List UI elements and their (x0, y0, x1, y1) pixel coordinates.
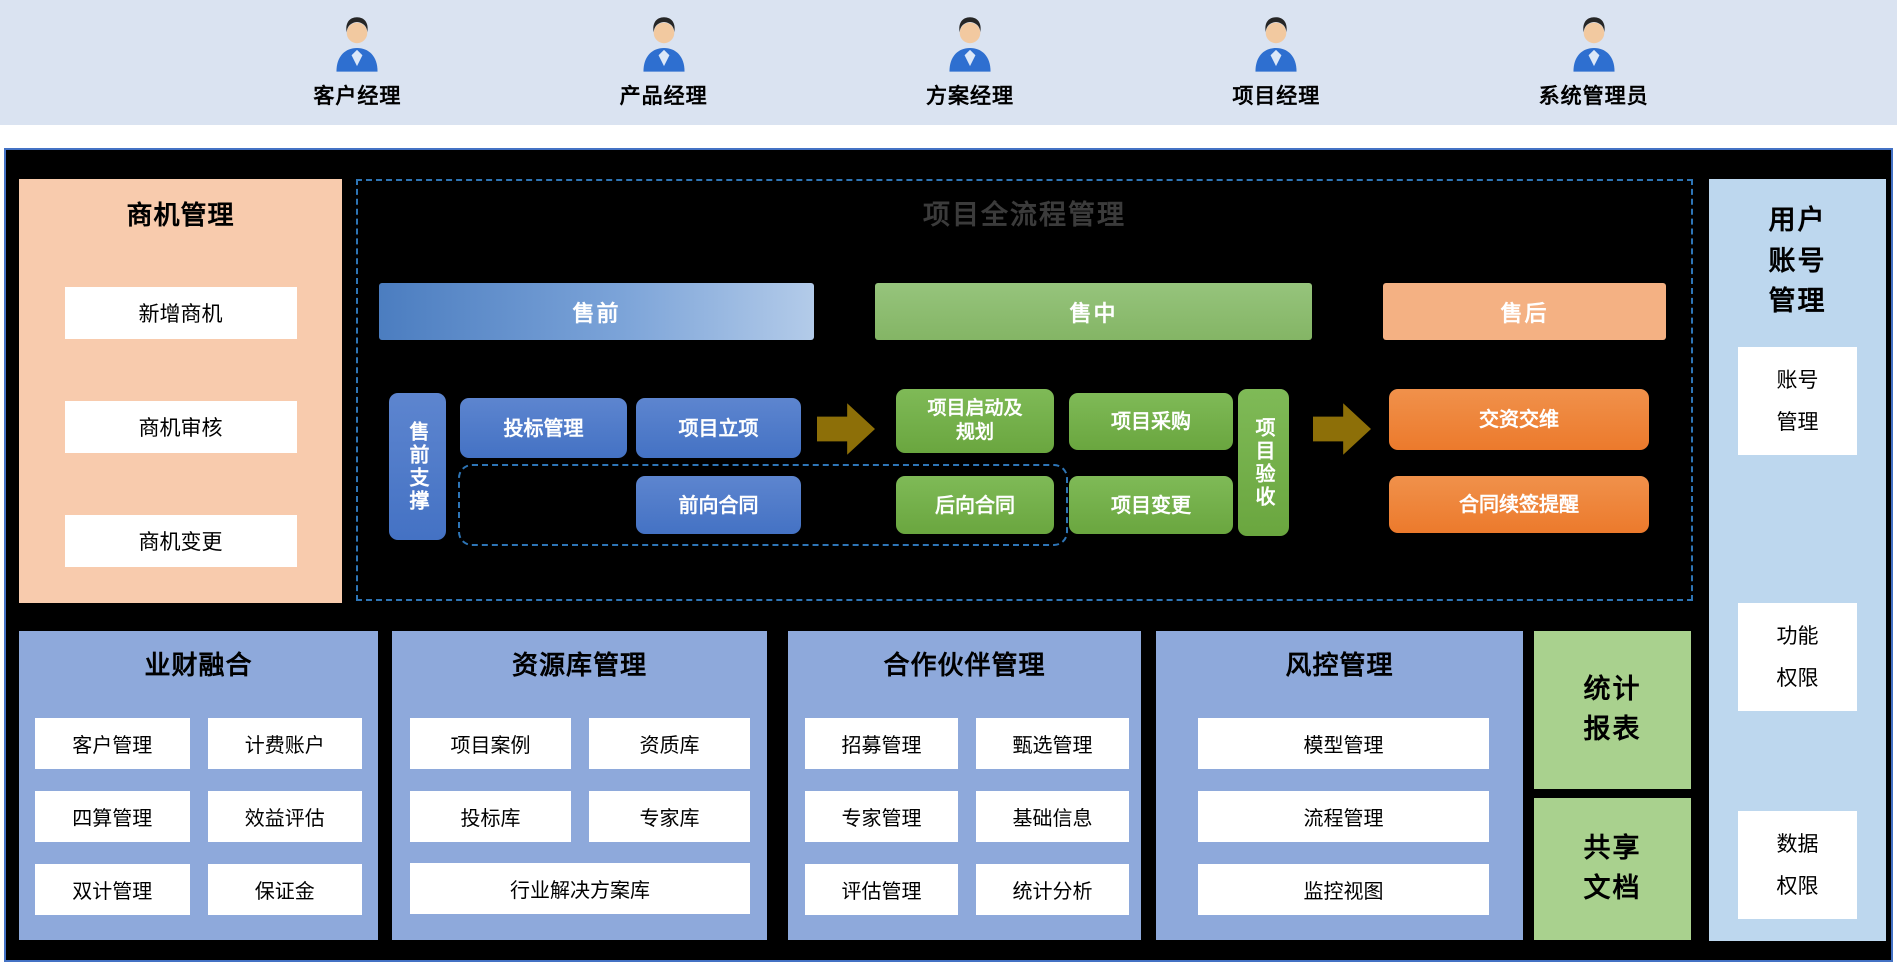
bidding-library-item: 投标库 (410, 791, 571, 842)
person-icon (1565, 16, 1623, 78)
opportunity-management-block: 商机管理 新增商机 商机审核 商机变更 (19, 179, 342, 603)
benefit-evaluation-item: 效益评估 (207, 791, 362, 842)
presales-support-box: 售前支撑 (389, 393, 446, 540)
function-permission-item: 功能 权限 (1738, 603, 1857, 711)
user-account-block: 用户 账号 管理 账号 管理 功能 权限 数据 权限 (1709, 179, 1886, 941)
finance-items: 客户管理 计费账户 四算管理 效益评估 双计管理 保证金 (35, 718, 362, 915)
process-title: 项目全流程管理 (923, 200, 1126, 231)
project-cases-item: 项目案例 (410, 718, 571, 769)
main-board: 商机管理 新增商机 商机审核 商机变更 项目全流程管理 售前 售中 售后 售前支… (4, 148, 1893, 962)
project-process-panel: 项目全流程管理 售前 售中 售后 售前支撑 投标管理 项目立项 项目启动及 规划… (356, 179, 1693, 601)
billing-account-item: 计费账户 (207, 718, 362, 769)
contract-renewal-reminder-box: 合同续签提醒 (1389, 476, 1649, 533)
double-count-item: 双计管理 (35, 864, 190, 915)
partner-management-block: 合作伙伴管理 招募管理 甄选管理 专家管理 基础信息 评估管理 统计分析 (788, 631, 1141, 940)
partner-items: 招募管理 甄选管理 专家管理 基础信息 评估管理 统计分析 (805, 718, 1129, 915)
person-icon (635, 16, 693, 78)
partner-title: 合作伙伴管理 (883, 651, 1046, 681)
finance-integration-block: 业财融合 客户管理 计费账户 四算管理 效益评估 双计管理 保证金 (19, 631, 378, 940)
forward-contract-box: 前向合同 (636, 476, 801, 534)
role-product-manager: 产品经理 (620, 16, 708, 110)
role-project-manager: 项目经理 (1232, 16, 1320, 110)
process-management-item: 流程管理 (1198, 791, 1489, 842)
role-label: 项目经理 (1232, 83, 1321, 108)
risk-items: 模型管理 流程管理 监控视图 (1198, 718, 1489, 915)
startup-planning-box: 项目启动及 规划 (896, 389, 1054, 453)
resource-items: 项目案例 资质库 投标库 专家库 (410, 718, 750, 842)
model-management-item: 模型管理 (1198, 718, 1489, 769)
statistical-reports-block: 统计 报表 (1534, 631, 1691, 789)
procurement-box: 项目采购 (1069, 393, 1233, 450)
delivery-maintenance-box: 交资交维 (1389, 389, 1649, 450)
risk-title: 风控管理 (1285, 651, 1394, 681)
monitoring-view-item: 监控视图 (1198, 864, 1489, 915)
opportunity-title: 商机管理 (126, 201, 235, 231)
evaluation-management-item: 评估管理 (805, 864, 958, 915)
project-change-box: 项目变更 (1069, 476, 1233, 534)
phase-insales-bar: 售中 (875, 283, 1312, 340)
new-opportunity-item: 新增商机 (64, 287, 297, 339)
account-management-item: 账号 管理 (1738, 347, 1857, 455)
expert-library-item: 专家库 (589, 791, 750, 842)
role-label: 产品经理 (619, 83, 708, 108)
person-icon (941, 16, 999, 78)
industry-solution-library-item: 行业解决方案库 (410, 863, 750, 914)
right-arrow-icon (1313, 403, 1371, 455)
role-solution-manager: 方案经理 (926, 16, 1014, 110)
finance-title: 业财融合 (144, 651, 253, 681)
phase-presales-bar: 售前 (379, 283, 814, 340)
role-customer-manager: 客户经理 (313, 16, 401, 110)
basic-info-item: 基础信息 (976, 791, 1129, 842)
role-label: 方案经理 (925, 83, 1014, 108)
person-icon (1247, 16, 1305, 78)
data-permission-item: 数据 权限 (1738, 811, 1857, 919)
customer-management-item: 客户管理 (35, 718, 190, 769)
selection-item: 甄选管理 (976, 718, 1129, 769)
contracts-dashed-group (458, 464, 1068, 546)
qualification-library-item: 资质库 (589, 718, 750, 769)
statistical-analysis-item: 统计分析 (976, 864, 1129, 915)
risk-control-block: 风控管理 模型管理 流程管理 监控视图 (1156, 631, 1523, 940)
recruitment-item: 招募管理 (805, 718, 958, 769)
role-system-admin: 系统管理员 (1539, 16, 1649, 110)
deposit-item: 保证金 (207, 864, 362, 915)
bidding-management-box: 投标管理 (460, 398, 627, 458)
backward-contract-box: 后向合同 (896, 476, 1054, 534)
four-calc-item: 四算管理 (35, 791, 190, 842)
phase-aftersales-bar: 售后 (1383, 283, 1666, 340)
acceptance-box: 项目验收 (1238, 389, 1289, 536)
project-initiation-box: 项目立项 (636, 398, 801, 458)
role-label: 客户经理 (313, 83, 402, 108)
expert-management-item: 专家管理 (805, 791, 958, 842)
shared-documents-block: 共享 文档 (1534, 798, 1691, 940)
roles-bar: 客户经理 产品经理 方案经理 (0, 0, 1897, 125)
user-account-title: 用户 账号 管理 (1768, 205, 1827, 317)
role-label: 系统管理员 (1538, 83, 1649, 108)
person-icon (328, 16, 386, 78)
resource-library-block: 资源库管理 项目案例 资质库 投标库 专家库 行业解决方案库 (392, 631, 767, 940)
opportunity-change-item: 商机变更 (64, 515, 297, 567)
resource-title: 资源库管理 (511, 651, 647, 681)
right-arrow-icon (817, 403, 875, 455)
opportunity-items: 新增商机 商机审核 商机变更 (19, 287, 342, 567)
opportunity-review-item: 商机审核 (64, 401, 297, 453)
